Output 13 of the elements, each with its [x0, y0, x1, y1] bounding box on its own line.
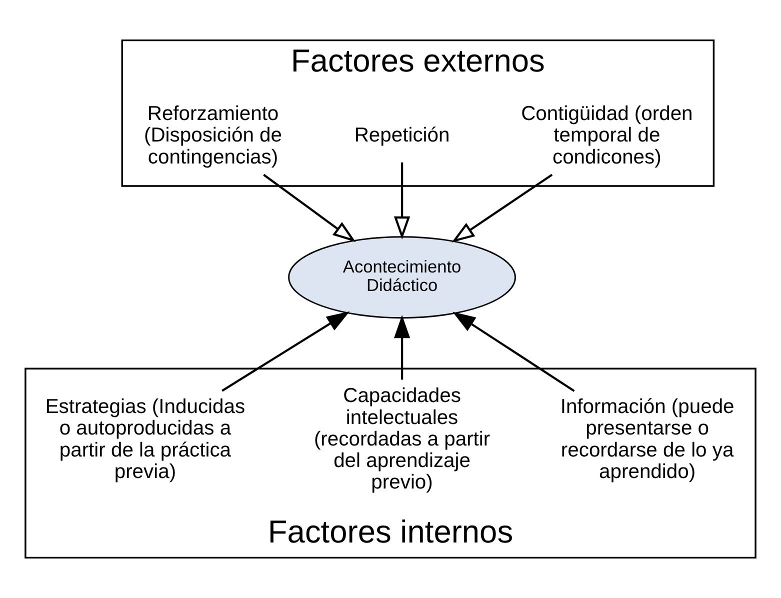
arrow: [222, 311, 350, 392]
node-text: Reforzamiento (Disposición de contingencias): [144, 102, 282, 168]
node-text: Contigüidad (orden temporal de condicones): [521, 102, 693, 168]
arrow: [452, 312, 575, 392]
node-text: Información (puede presentarse o recordarse de lo ya aprendido): [560, 396, 734, 483]
arrow: [263, 174, 356, 242]
node-ellipse: Acontecimiento Didáctico: [288, 236, 516, 319]
node-text: Capacidades intelectuales (recordadas a partir del aprendizaje previo): [314, 385, 490, 494]
arrow: [394, 315, 410, 380]
node-text: Repetición: [354, 124, 450, 147]
arrow: [452, 174, 553, 243]
node-text: Estrategias (Inducidas o autoproducidas a partir de la práctica previa): [45, 396, 246, 483]
arrow: [394, 162, 410, 240]
